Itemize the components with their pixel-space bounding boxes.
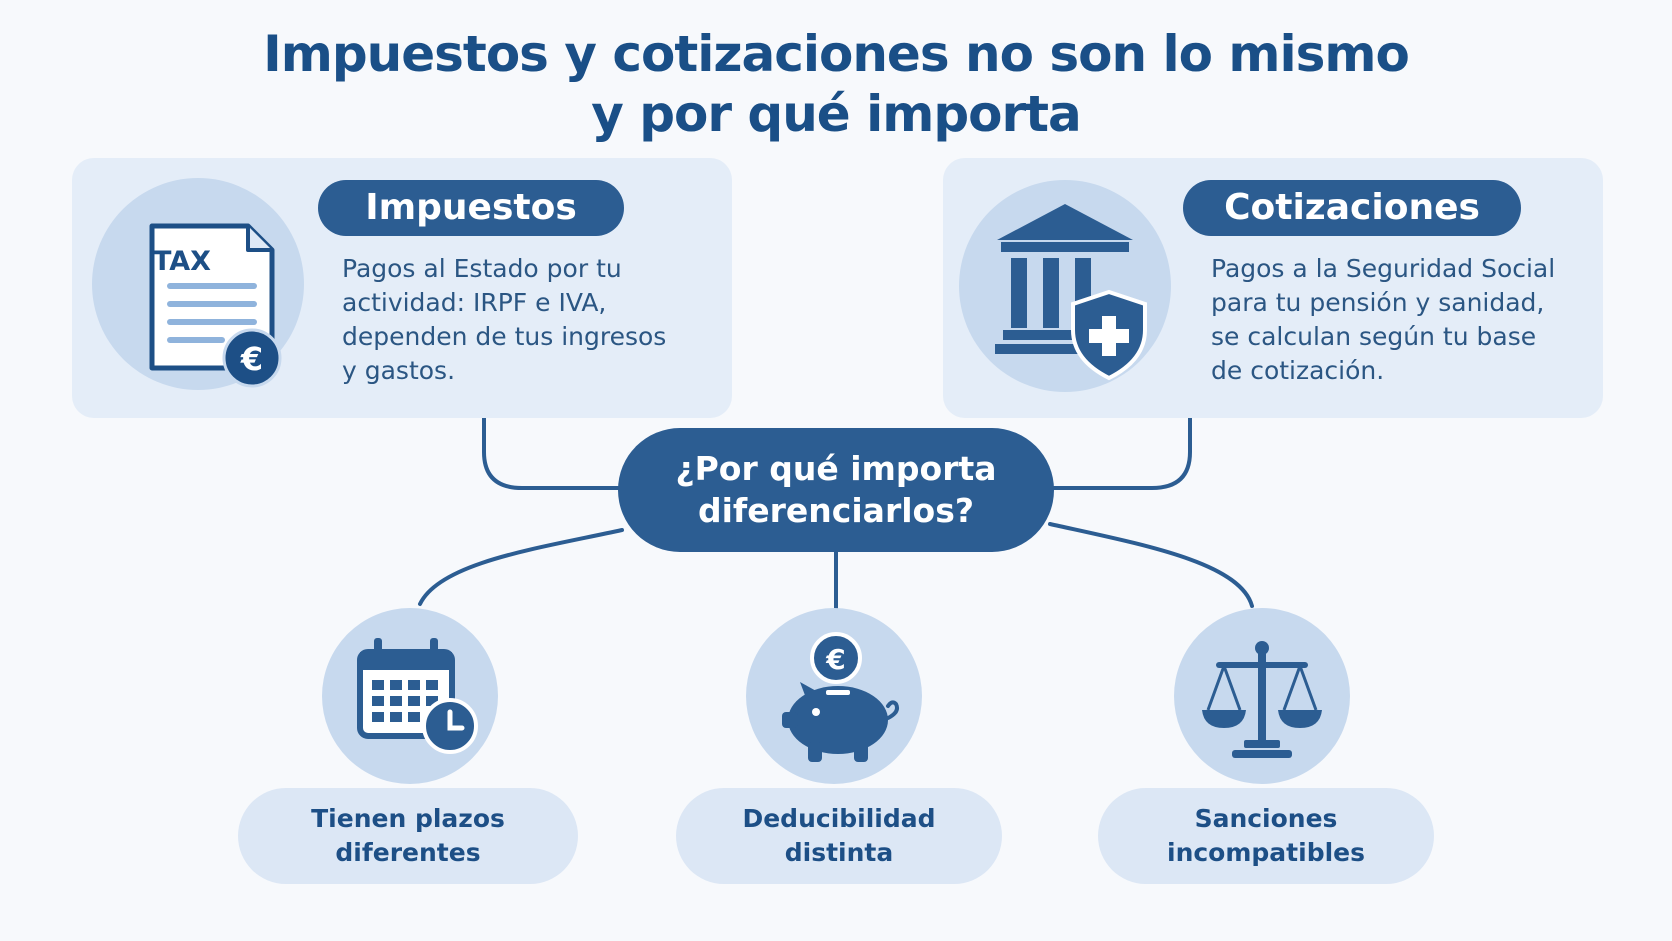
center-question-line-2: diferenciarlos? <box>697 491 974 530</box>
cotizaciones-heading: Cotizaciones <box>1183 180 1521 236</box>
impuestos-icon-circle: TAX € <box>92 178 304 390</box>
reason-plazos-line-1: Tienen plazos <box>311 804 505 833</box>
cotizaciones-desc-line-3: se calculan según tu base <box>1211 322 1537 351</box>
reason-sanciones-label: Sanciones incompatibles <box>1098 788 1434 884</box>
reason-deducibilidad-line-2: distinta <box>784 838 894 867</box>
impuestos-desc-line-1: Pagos al Estado por tu <box>342 254 622 283</box>
connector-left-card <box>482 416 622 490</box>
piggy-bank-euro-icon: € <box>782 632 899 762</box>
connector-right-card <box>1050 416 1192 490</box>
cotizaciones-card: Cotizaciones Pagos a la Seguridad Social… <box>943 158 1603 418</box>
connector-reason-1 <box>418 528 624 606</box>
impuestos-card: TAX € Impuestos Pagos al Estado por tu a… <box>72 158 732 418</box>
tax-document-euro-icon: TAX € <box>149 223 282 388</box>
cotizaciones-desc-line-1: Pagos a la Seguridad Social <box>1211 254 1556 283</box>
impuestos-heading: Impuestos <box>318 180 624 236</box>
euro-symbol: € <box>240 340 263 378</box>
cotizaciones-icon-circle <box>959 180 1171 392</box>
reason-sanciones-line-2: incompatibles <box>1167 838 1365 867</box>
calendar-clock-icon <box>357 638 478 754</box>
reason-sanciones-line-1: Sanciones <box>1194 804 1338 833</box>
title-line-2: y por qué importa <box>591 85 1082 143</box>
cotizaciones-desc-line-4: de cotización. <box>1211 356 1385 385</box>
reason-plazos-label: Tienen plazos diferentes <box>238 788 578 884</box>
title-line-1: Impuestos y cotizaciones no son lo mismo <box>263 25 1410 83</box>
cotizaciones-desc-line-2: para tu pensión y sanidad, <box>1211 288 1545 317</box>
reason-deducibilidad-line-1: Deducibilidad <box>742 804 936 833</box>
reason-deducibilidad-icon-circle: € <box>746 608 922 784</box>
cotizaciones-description: Pagos a la Seguridad Social para tu pens… <box>1211 252 1581 388</box>
reason-sanciones-icon-circle <box>1174 608 1350 784</box>
impuestos-desc-line-2: actividad: IRPF e IVA, <box>342 288 607 317</box>
reason-plazos-line-2: diferentes <box>335 838 481 867</box>
piggy-euro-symbol: € <box>825 643 845 676</box>
center-question-line-1: ¿Por qué importa <box>675 449 997 488</box>
tax-label: TAX <box>153 246 211 277</box>
reason-plazos-icon-circle <box>322 608 498 784</box>
connector-reason-3 <box>1048 522 1254 608</box>
page-title: Impuestos y cotizaciones no son lo mismo… <box>0 24 1672 144</box>
center-question: ¿Por qué importa diferenciarlos? <box>618 428 1054 552</box>
impuestos-description: Pagos al Estado por tu actividad: IRPF e… <box>342 252 702 388</box>
scales-icon <box>1202 641 1322 758</box>
impuestos-desc-line-3: dependen de tus ingresos <box>342 322 667 351</box>
reason-deducibilidad-label: Deducibilidad distinta <box>676 788 1002 884</box>
bank-shield-icon <box>995 204 1147 381</box>
impuestos-desc-line-4: y gastos. <box>342 356 456 385</box>
